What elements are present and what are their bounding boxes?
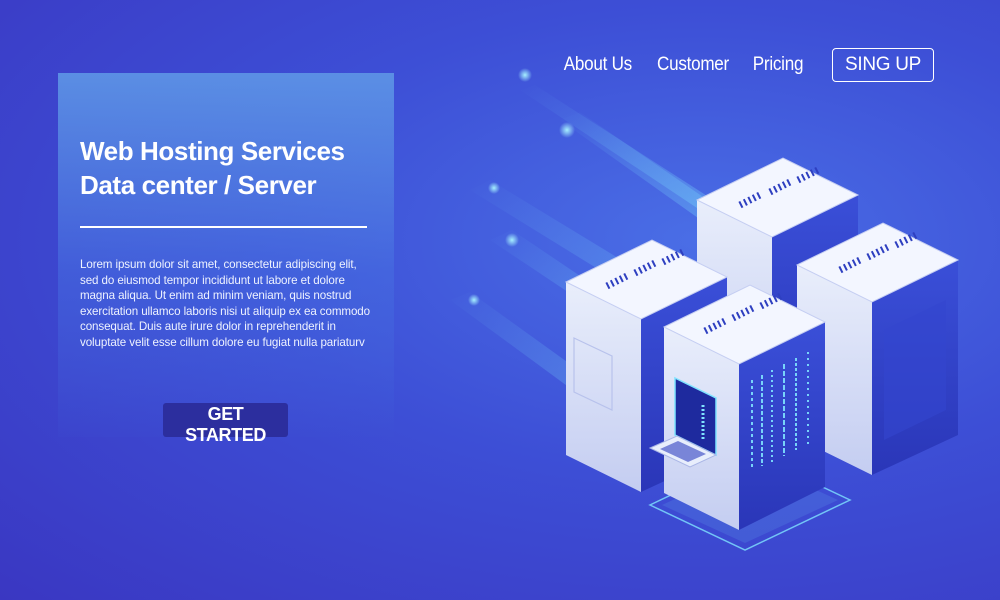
nav-pricing[interactable]: Pricing (752, 54, 804, 75)
hero-title: Web Hosting Services Data center / Serve… (80, 134, 345, 202)
hero-title-line-1: Web Hosting Services (80, 136, 345, 166)
hero-title-line-2: Data center / Server (80, 170, 317, 200)
hero-panel (58, 73, 394, 437)
nav-about-us[interactable]: About Us (564, 54, 633, 75)
nav-customer[interactable]: Customer (657, 54, 729, 75)
server-rack-front (648, 284, 827, 530)
top-nav: About Us Customer Pricing SING UP (560, 48, 934, 82)
get-started-button[interactable]: GET STARTED (163, 403, 288, 445)
server-racks-illustration (450, 68, 960, 551)
signup-button[interactable]: SING UP (831, 48, 934, 82)
hero-description: Lorem ipsum dolor sit amet, consectetur … (80, 258, 370, 349)
title-divider (80, 226, 367, 228)
